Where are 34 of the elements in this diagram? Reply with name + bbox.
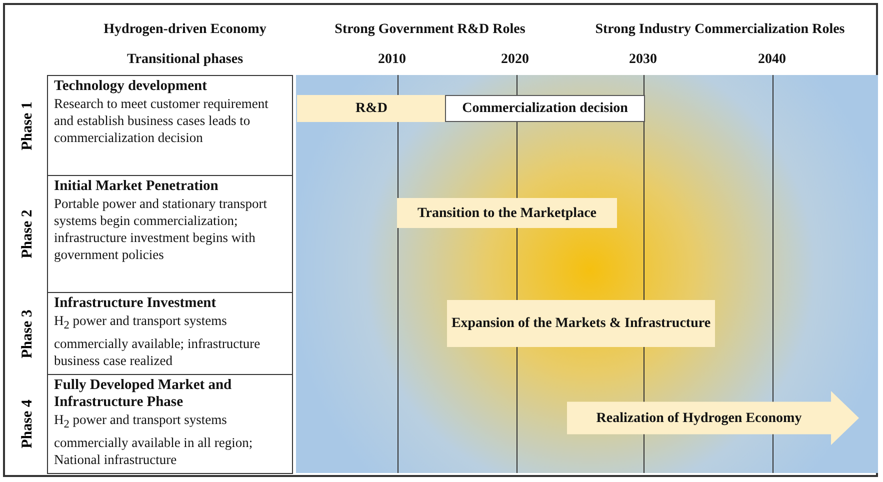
phase-description: Portable power and stationary transport systems begin commercialization; infrastructure investment begins with government policies — [54, 195, 268, 263]
year-label: 2020 — [501, 52, 529, 68]
column-heading: Transitional phases — [126, 52, 244, 68]
year-label: 2030 — [629, 52, 657, 68]
phase-label: Phase 3 — [20, 309, 36, 358]
column-heading: Strong Government R&D Roles — [334, 22, 526, 38]
bar-label: Transition to the Marketplace — [418, 204, 596, 222]
year-label: 2010 — [378, 52, 406, 68]
phase-box — [47, 292, 293, 375]
timeline-bar — [297, 95, 446, 122]
phase-description: Research to meet customer requirement and establish business cases leads to commercialization decision — [54, 95, 270, 146]
year-label: 2040 — [758, 52, 786, 68]
phase-label: Phase 4 — [20, 400, 36, 448]
phase-title: Initial Market Penetration — [54, 178, 220, 195]
phase-box — [47, 374, 293, 474]
timeline-bar — [447, 300, 715, 347]
phase-box — [47, 175, 293, 293]
bar-label: Commercialization decision — [462, 100, 628, 118]
phase-title: Technology development — [54, 78, 208, 95]
column-heading: Strong Industry Commercialization Roles — [595, 22, 845, 38]
timeline-arrow — [567, 391, 859, 445]
milestone-box — [445, 95, 645, 122]
phase-box — [47, 75, 293, 176]
phase-title: Fully Developed Market and Infrastructure Phase — [54, 377, 233, 411]
phase-label: Phase 1 — [20, 101, 36, 150]
bar-label: R&D — [356, 100, 388, 118]
column-heading: Hydrogen-driven Economy — [104, 22, 266, 38]
bar-label: Expansion of the Markets & Infrastructure — [451, 315, 711, 333]
phase-label: Phase 2 — [20, 210, 36, 258]
phase-description: H$_{2}$ power and transport systems commercially available in all region; National infrastructure — [54, 411, 254, 468]
timeline-bar — [397, 198, 617, 228]
phase-description: H$_{2}$ power and transport systems commercially available; infrastructure business case realized — [54, 312, 262, 369]
bar-label: Realization of Hydrogen Economy — [596, 410, 802, 428]
phase-title: Infrastructure Investment — [54, 295, 218, 312]
